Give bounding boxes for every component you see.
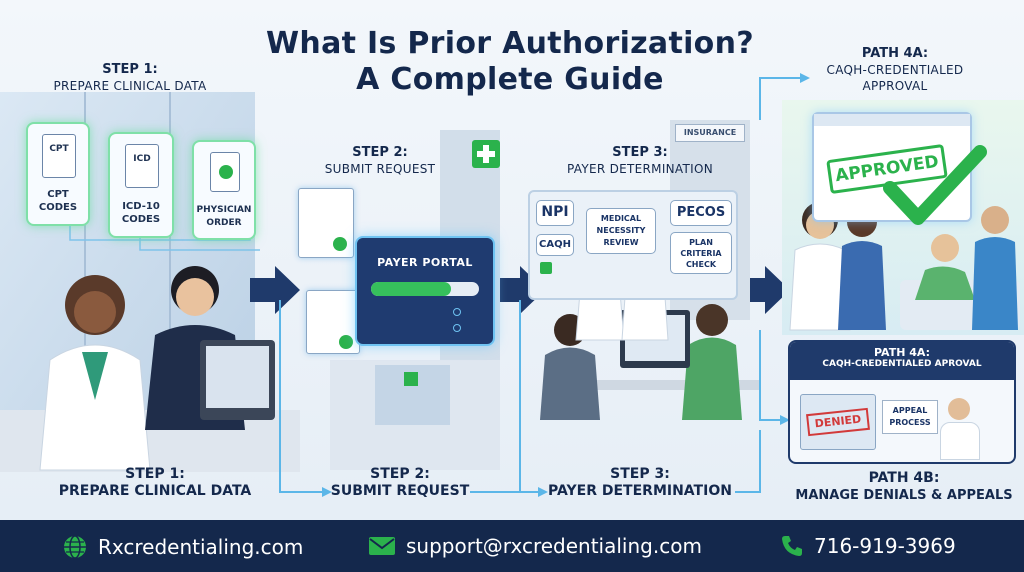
check-mark-icon [883, 145, 987, 225]
step2-label-top: STEP 2: SUBMIT REQUEST [300, 145, 460, 177]
step3-title: PAYER DETERMINATION [566, 162, 714, 176]
step1-title: PREPARE CLINICAL DATA [53, 79, 207, 93]
footer-website[interactable]: Rxcredentialing.com [62, 534, 303, 560]
denial-panel: PATH 4A: CAQH-CREDENTIALED APROVAL DENIE… [788, 340, 1016, 464]
flow-arrow-3 [740, 266, 790, 314]
envelope-icon [369, 537, 395, 555]
upload-progress-bar [371, 282, 479, 296]
step1-label-top: STEP 1: PREPARE CLINICAL DATA [30, 62, 230, 94]
denied-screen: DENIED [800, 394, 876, 450]
step1-label-bottom: STEP 1: PREPARE CLINICAL DATA [58, 466, 252, 499]
upload-progress-fill [371, 282, 451, 296]
cpt-codes-card: CPT CPT CODES [26, 122, 90, 226]
flow-arrow-1 [250, 266, 300, 314]
plan-criteria-check: PLAN CRITERIA CHECK [670, 232, 732, 274]
flow-arrow-2 [500, 266, 545, 314]
npi-tag: NPI [536, 200, 574, 226]
step3-label-top: STEP 3: PAYER DETERMINATION [540, 145, 740, 177]
phone-link[interactable]: 716-919-3969 [814, 534, 956, 558]
infographic-canvas: What Is Prior Authorization? A Complete … [0, 0, 1024, 520]
website-link[interactable]: Rxcredentialing.com [98, 535, 304, 559]
icd10-codes-card: ICD ICD-10 CODES [108, 132, 174, 238]
step2-label-bottom: STEP 2: SUBMIT REQUEST [330, 466, 470, 499]
document-icon: ICD [125, 144, 159, 188]
path4a-title: CAQH-CREDENTIALED [826, 63, 964, 77]
request-document-1 [298, 188, 354, 258]
physician-order-card: PHYSICIAN ORDER [192, 140, 256, 240]
title-line-1: What Is Prior Authorization? [266, 26, 754, 61]
appeal-process-sign: APPEAL PROCESS [882, 400, 938, 434]
check-icon [339, 335, 353, 349]
check-icon [540, 262, 552, 274]
path4a-label: PATH 4A: CAQH-CREDENTIALED APPROVAL [800, 46, 990, 94]
frustrated-doctor-figure [948, 398, 970, 420]
email-link[interactable]: support@rxcredentialing.com [406, 534, 702, 558]
reviewer-figure-2 [696, 304, 728, 336]
denial-panel-header: PATH 4A: CAQH-CREDENTIALED APROVAL [790, 342, 1014, 380]
path4b-label: PATH 4B: MANAGE DENIALS & APPEALS [795, 470, 1013, 503]
cpt-card-label: CPT [47, 189, 69, 200]
page-title: What Is Prior Authorization? A Complete … [230, 26, 790, 98]
clipboard-icon: CPT [42, 134, 76, 178]
payer-portal-title: PAYER PORTAL [377, 256, 473, 269]
clipboard-check-icon [210, 152, 240, 192]
title-line-2: A Complete Guide [356, 62, 664, 97]
phone-icon [782, 536, 802, 556]
icd-card-label: ICD-10 [122, 201, 160, 212]
footer-phone[interactable]: 716-919-3969 [780, 534, 956, 558]
check-icon [333, 237, 347, 251]
step3-label-bottom: STEP 3: PAYER DETERMINATION [548, 466, 732, 499]
payer-portal-screen: PAYER PORTAL [355, 236, 495, 346]
physician-card-label: PHYSICIAN [196, 205, 252, 215]
step2-title: SUBMIT REQUEST [324, 162, 436, 176]
globe-icon [64, 535, 86, 559]
path4a-number: PATH 4A: [861, 46, 929, 61]
flow-line-approval [759, 77, 800, 120]
payer-determination-panel: NPI CAQH MEDICAL NECESSITY REVIEW PECOS … [528, 190, 738, 300]
medical-necessity-review: MEDICAL NECESSITY REVIEW [586, 208, 656, 254]
contact-footer: Rxcredentialing.com support@rxcredential… [0, 520, 1024, 572]
request-document-2 [306, 290, 360, 354]
pecos-tag: PECOS [670, 200, 732, 226]
flow-line-denial [759, 330, 785, 421]
caqh-tag: CAQH [536, 234, 574, 256]
step2-number: STEP 2: [352, 145, 408, 160]
denied-stamp: DENIED [806, 407, 870, 437]
step1-number: STEP 1: [102, 62, 158, 77]
footer-email[interactable]: support@rxcredentialing.com [368, 534, 702, 558]
insurance-sign: INSURANCE [675, 124, 745, 142]
step3-number: STEP 3: [612, 145, 668, 160]
